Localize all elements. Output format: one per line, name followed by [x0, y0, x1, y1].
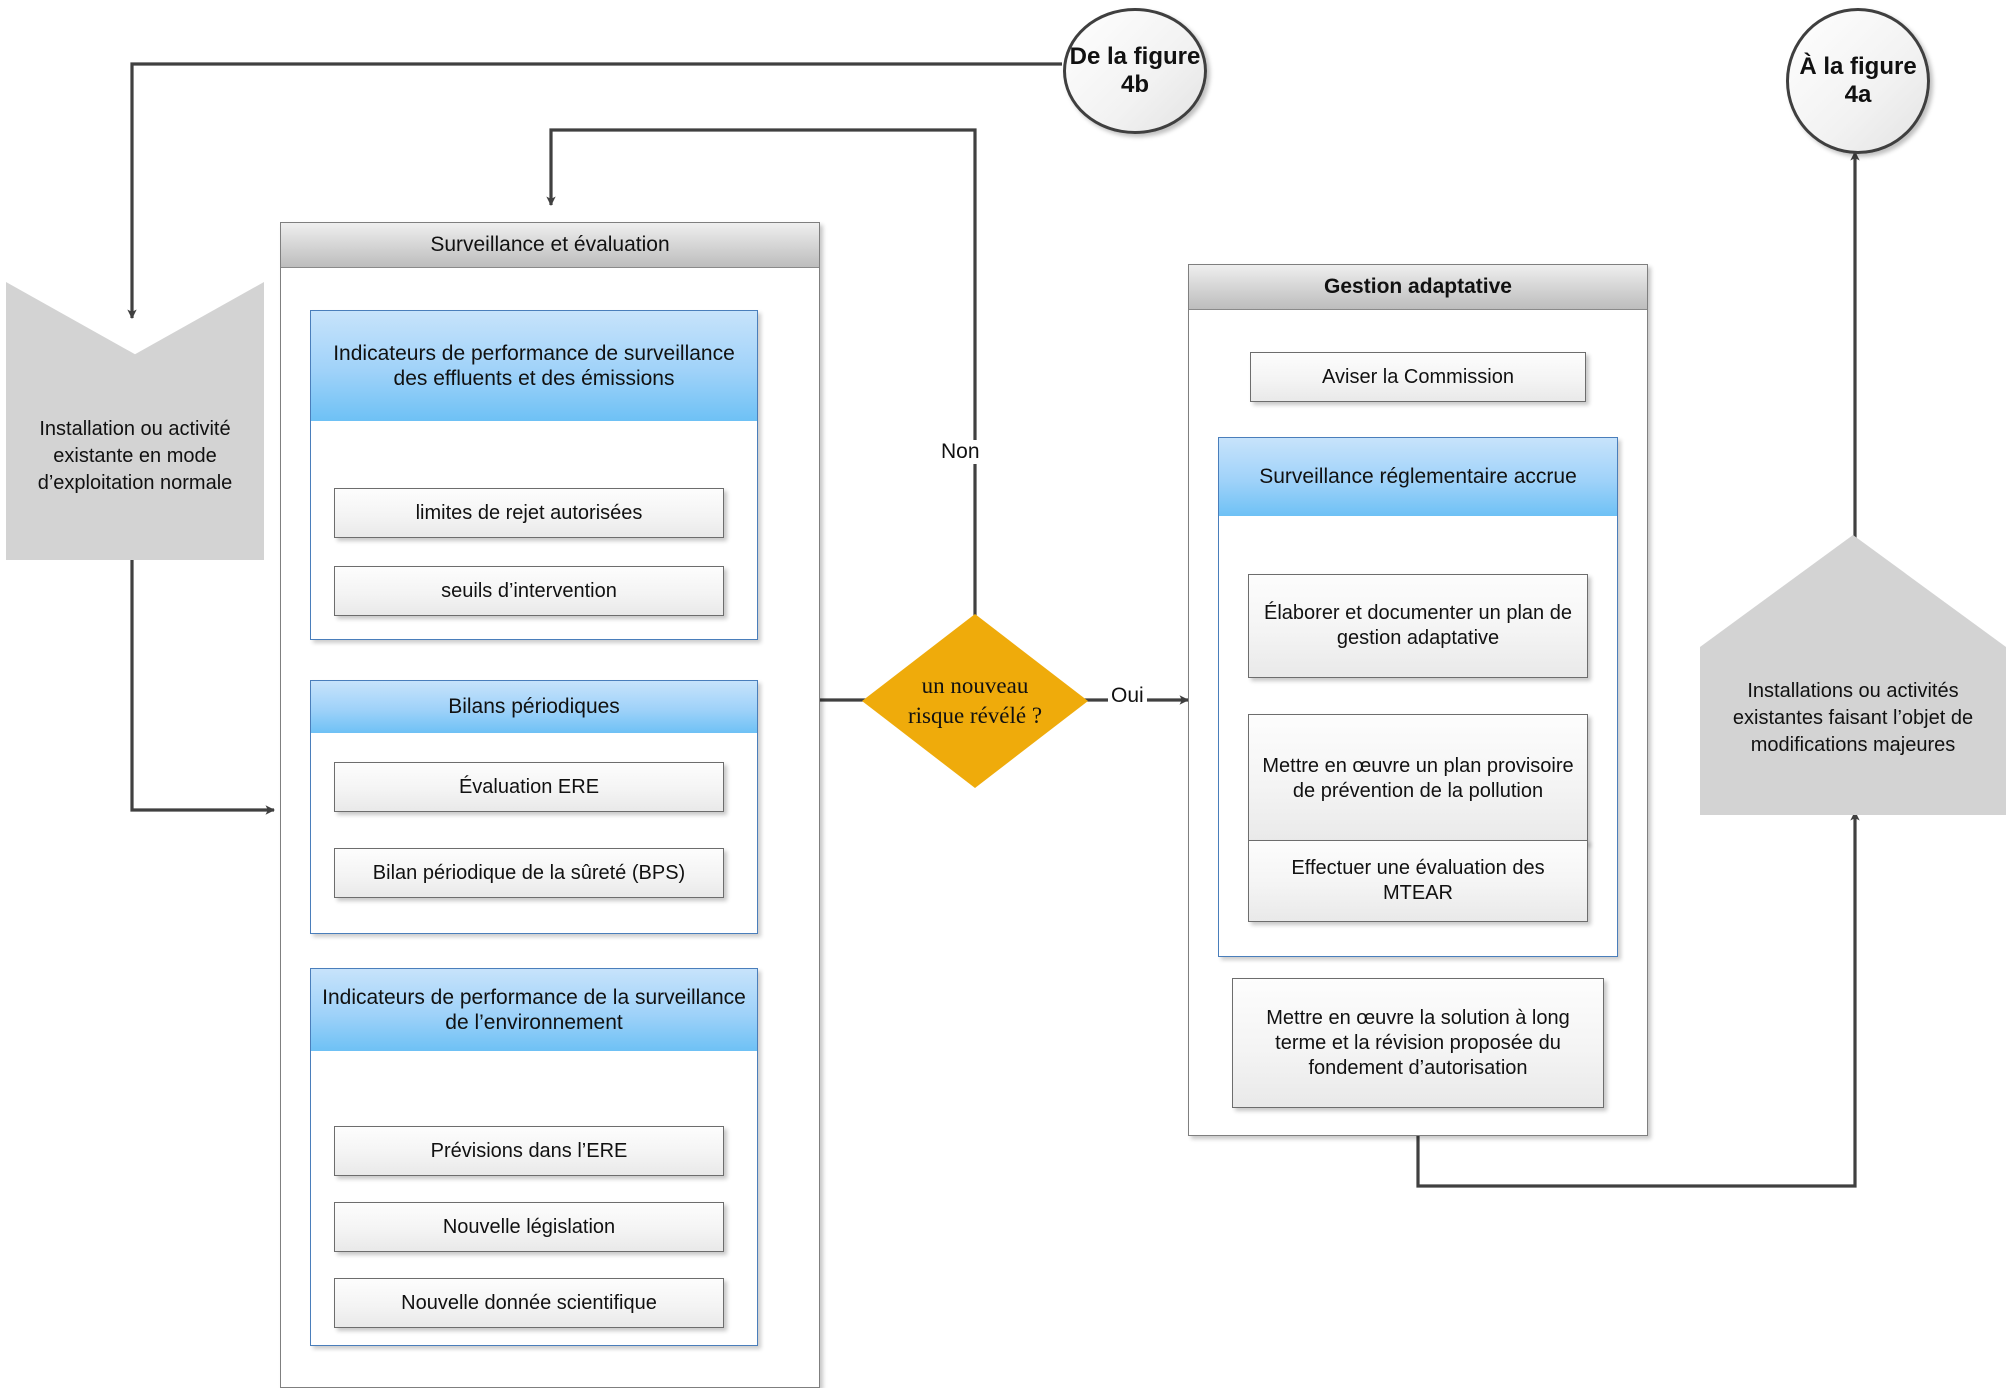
offpage-connector-from-figure-4b[interactable]: De la figure 4b — [1063, 8, 1207, 134]
item-bilan-periodique-surete-bps[interactable]: Bilan périodique de la sûreté (BPS) — [334, 848, 724, 898]
group-bilans-header: Bilans périodiques — [311, 681, 757, 733]
decision-new-risk-revealed[interactable]: un nouveau risque révélé ? — [862, 614, 1088, 788]
item-label: Bilan périodique de la sûreté (BPS) — [372, 861, 686, 884]
item-previsions-dans-l-ere[interactable]: Prévisions dans l’ERE — [334, 1126, 724, 1176]
edge-label-yes: Oui — [1108, 684, 1147, 708]
terminator-existing-facility-major-modifications[interactable]: Installations ou activités existantes fa… — [1700, 535, 2006, 815]
group-effluents-header: Indicateurs de performance de surveillan… — [311, 311, 757, 421]
item-label: Nouvelle donnée scientifique — [401, 1291, 657, 1314]
item-label: limites de rejet autorisées — [415, 501, 643, 524]
item-label: seuils d’intervention — [441, 579, 617, 602]
item-label: Prévisions dans l’ERE — [430, 1139, 628, 1162]
item-nouvelle-donnee-scientifique[interactable]: Nouvelle donnée scientifique — [334, 1278, 724, 1328]
item-evaluation-ere[interactable]: Évaluation ERE — [334, 762, 724, 812]
group-sra-header: Surveillance réglementaire accrue — [1219, 438, 1617, 516]
offpage-to-label: À la figure 4a — [1799, 52, 1917, 108]
terminator-left-label: Installation ou activité existante en mo… — [37, 417, 233, 494]
item-label: Élaborer et documenter un plan de gestio… — [1264, 602, 1572, 649]
step-elaborer-plan-gestion-adaptative[interactable]: Élaborer et documenter un plan de gestio… — [1248, 574, 1588, 678]
decision-label: un nouveau risque révélé ? — [907, 673, 1043, 728]
item-label: Mettre en œuvre la solution à long terme… — [1266, 1006, 1570, 1079]
step-aviser-la-commission[interactable]: Aviser la Commission — [1250, 352, 1586, 402]
terminator-existing-facility[interactable]: Installation ou activité existante en mo… — [6, 282, 264, 560]
group-environnement-header: Indicateurs de performance de la surveil… — [311, 969, 757, 1051]
panel-gestion-title: Gestion adaptative — [1189, 265, 1647, 310]
item-label: Évaluation ERE — [458, 775, 600, 798]
item-nouvelle-legislation[interactable]: Nouvelle législation — [334, 1202, 724, 1252]
item-label: Aviser la Commission — [1322, 365, 1514, 388]
item-label: Mettre en œuvre un plan provisoire de pr… — [1262, 755, 1574, 802]
item-seuils-d-intervention[interactable]: seuils d’intervention — [334, 566, 724, 616]
panel-surveillance-title: Surveillance et évaluation — [281, 223, 819, 268]
edge-label-no: Non — [938, 440, 983, 464]
item-label: Effectuer une évaluation des MTEAR — [1291, 857, 1545, 904]
step-plan-provisoire-prevention-pollution[interactable]: Mettre en œuvre un plan provisoire de pr… — [1248, 714, 1588, 844]
item-limites-de-rejet-autorisees[interactable]: limites de rejet autorisées — [334, 488, 724, 538]
item-label: Nouvelle législation — [442, 1215, 616, 1238]
step-evaluation-mtear[interactable]: Effectuer une évaluation des MTEAR — [1248, 840, 1588, 922]
step-solution-long-terme-revision-fondement-autorisation[interactable]: Mettre en œuvre la solution à long terme… — [1232, 978, 1604, 1108]
offpage-from-label: De la figure 4b — [1069, 42, 1201, 98]
terminator-right-label: Installations ou activités existantes fa… — [1732, 679, 1974, 756]
offpage-connector-to-figure-4a[interactable]: À la figure 4a — [1786, 8, 1930, 154]
